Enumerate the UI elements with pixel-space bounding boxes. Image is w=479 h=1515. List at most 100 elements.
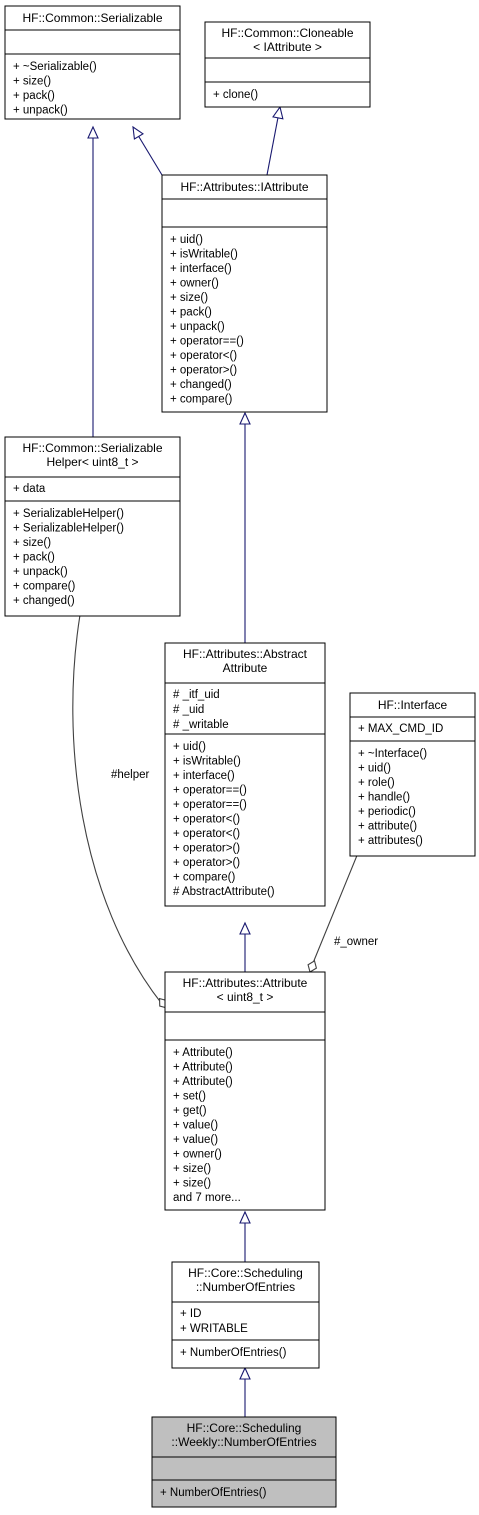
class-title-line: < IAttribute >: [253, 40, 322, 54]
class-box-interface[interactable]: HF::Interface+ MAX_CMD_ID+ ~Interface()+…: [349, 692, 476, 857]
class-attribute: # _itf_uid: [173, 689, 220, 701]
class-box-frame: [4, 5, 181, 120]
class-method: + interface(): [170, 263, 232, 275]
class-method: + operator==(): [173, 799, 247, 811]
class-method: + handle(): [358, 792, 410, 804]
class-attribute: # _uid: [173, 704, 204, 716]
class-method: + pack(): [170, 307, 212, 319]
class-method: + value(): [173, 1120, 218, 1132]
inheritance-arrowhead: [239, 411, 251, 425]
class-method: + Attribute(): [173, 1062, 233, 1074]
class-method: + role(): [358, 777, 395, 789]
class-method: + periodic(): [358, 806, 416, 818]
class-method: + changed(): [170, 379, 232, 391]
inheritance-arrowhead: [87, 125, 99, 139]
class-method: + operator==(): [173, 785, 247, 797]
class-method: + Attribute(): [173, 1076, 233, 1088]
class-method: + size(): [13, 76, 51, 88]
inheritance-arrowhead: [272, 105, 284, 120]
association-helper-edge: [72, 614, 163, 1005]
class-box-serializable-helper[interactable]: HF::Common::SerializableHelper< uint8_t …: [4, 436, 181, 617]
class-method: + uid(): [170, 234, 203, 246]
inheritance-arrowhead: [239, 1366, 251, 1380]
class-method: + isWritable(): [173, 756, 241, 768]
class-title-line: Helper< uint8_t >: [46, 455, 138, 469]
class-title-line: HF::Attributes::Abstract: [183, 647, 308, 661]
class-method: + size(): [170, 292, 208, 304]
class-title-line: HF::Core::Scheduling: [188, 1266, 303, 1280]
class-title-line: ::Weekly::NumberOfEntries: [171, 1435, 316, 1449]
edge-iattribute-to-serializable: [132, 125, 163, 176]
class-box-weekly-number-of-entries[interactable]: HF::Core::Scheduling::Weekly::NumberOfEn…: [151, 1416, 337, 1508]
class-method: + unpack(): [13, 105, 68, 117]
class-method: + compare(): [170, 394, 232, 406]
class-method: + set(): [173, 1091, 206, 1103]
class-method: + owner(): [173, 1149, 222, 1161]
class-method: + operator>(): [170, 365, 237, 377]
class-method: + uid(): [173, 741, 206, 753]
class-box-frame: [204, 21, 371, 108]
class-box-cloneable[interactable]: HF::Common::Cloneable< IAttribute >+ clo…: [204, 21, 371, 108]
edges-layer: [72, 105, 368, 1417]
class-box-serializable[interactable]: HF::Common::Serializable+ ~Serializable(…: [4, 5, 181, 120]
class-attribute: # _writable: [173, 719, 229, 731]
edge-helper-to-serializable: [87, 125, 99, 437]
class-method: + attribute(): [358, 821, 417, 833]
class-attribute: + data: [13, 483, 46, 495]
class-title-line: HF::Common::Serializable: [22, 11, 162, 25]
class-box-attribute-uint8[interactable]: HF::Attributes::Attribute< uint8_t >+ At…: [164, 971, 326, 1211]
edge-numentries-to-attribute: [239, 1210, 251, 1262]
class-box-abstract-attribute[interactable]: HF::Attributes::AbstractAttribute# _itf_…: [164, 642, 326, 907]
class-method: and 7 more...: [173, 1192, 241, 1204]
class-method: + ~Interface(): [358, 748, 427, 760]
class-method: + size(): [173, 1163, 211, 1175]
class-method: + NumberOfEntries(): [180, 1347, 287, 1359]
class-method: + operator<(): [170, 350, 237, 362]
class-box-frame: [4, 436, 181, 617]
class-title-line: < uint8_t >: [217, 990, 274, 1004]
class-method: + unpack(): [13, 566, 68, 578]
class-title-line: HF::Core::Scheduling: [187, 1421, 302, 1435]
edge-attribute-to-abstract: [239, 921, 251, 972]
class-method: + compare(): [13, 581, 75, 593]
class-box-frame: [164, 642, 326, 907]
class-method: + get(): [173, 1105, 207, 1117]
class-attribute: + MAX_CMD_ID: [358, 723, 443, 735]
class-method: + changed(): [13, 595, 75, 607]
edge-abstract-to-iattribute: [239, 411, 251, 643]
boxes-layer: HF::Common::Serializable+ ~Serializable(…: [4, 5, 476, 1508]
class-method: + unpack(): [170, 321, 225, 333]
class-box-iattribute[interactable]: HF::Attributes::IAttribute+ uid()+ isWri…: [161, 174, 328, 413]
class-title-line: HF::Interface: [378, 698, 448, 712]
class-attribute: + WRITABLE: [180, 1323, 248, 1335]
class-method: + uid(): [358, 763, 391, 775]
class-method: + Attribute(): [173, 1047, 233, 1059]
class-method: + isWritable(): [170, 249, 238, 261]
class-method: + NumberOfEntries(): [160, 1487, 267, 1499]
edge-labels-layer: #helper #_owner: [111, 769, 378, 948]
class-box-frame: [151, 1416, 337, 1508]
class-method: + operator==(): [170, 336, 244, 348]
edge-weekly-to-numentries: [239, 1366, 251, 1417]
class-title-line: HF::Attributes::IAttribute: [180, 180, 308, 194]
class-method: + size(): [13, 537, 51, 549]
class-method: + compare(): [173, 872, 235, 884]
inheritance-arrowhead: [132, 125, 144, 140]
class-box-frame: [161, 174, 328, 413]
class-title-line: HF::Common::Cloneable: [221, 26, 353, 40]
class-title-line: HF::Common::Serializable: [22, 441, 162, 455]
inheritance-arrowhead: [239, 1210, 251, 1224]
class-method: + pack(): [13, 552, 55, 564]
class-method: + owner(): [170, 278, 219, 290]
class-method: + attributes(): [358, 835, 423, 847]
inheritance-arrowhead: [239, 921, 251, 935]
class-box-number-of-entries[interactable]: HF::Core::Scheduling::NumberOfEntries+ I…: [171, 1261, 320, 1369]
class-method: + operator>(): [173, 857, 240, 869]
class-method: + operator<(): [173, 828, 240, 840]
class-method: + value(): [173, 1134, 218, 1146]
class-method: + ~Serializable(): [13, 61, 97, 73]
class-method: + SerializableHelper(): [13, 508, 124, 520]
class-box-frame: [171, 1261, 320, 1369]
class-box-frame: [349, 692, 476, 857]
